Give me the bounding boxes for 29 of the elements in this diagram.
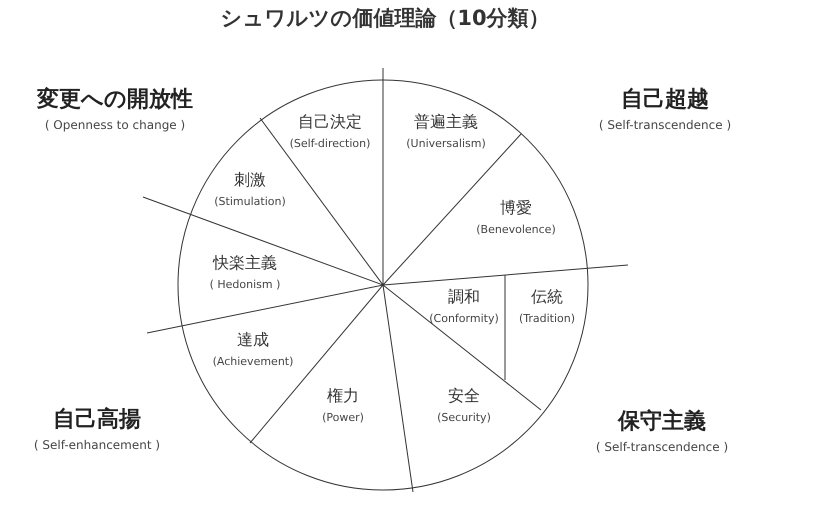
value-translation: (Stimulation) (214, 194, 286, 210)
value-translation: (Power) (322, 410, 364, 426)
value-name: 博愛 (500, 198, 532, 218)
value-name: 達成 (237, 330, 269, 350)
value-translation: (Conformity) (429, 311, 499, 327)
value-name: 権力 (327, 386, 359, 406)
quadrant-heading: 変更への開放性 (37, 86, 193, 114)
quadrant-translation: ( Self-transcendence ) (598, 117, 732, 133)
value-translation: (Universalism) (406, 136, 486, 152)
value-translation: (Achievement) (212, 354, 294, 370)
value-name: 自己決定 (298, 112, 362, 132)
value-translation: (Self-direction) (290, 136, 370, 152)
value-name: 普遍主義 (414, 112, 478, 132)
value-translation: (Benevolence) (476, 222, 556, 238)
value-name: 安全 (448, 386, 480, 406)
quadrant-translation: ( Self-transcendence ) (596, 439, 728, 455)
quadrant-translation: ( Openness to change ) (44, 117, 186, 133)
quadrant-heading: 自己超越 (621, 86, 709, 114)
quadrant-heading: 自己高揚 (53, 406, 141, 434)
value-translation: ( Hedonism ) (210, 277, 280, 293)
value-name: 快楽主義 (213, 253, 277, 273)
quadrant-translation: ( Self-enhancement ) (34, 437, 160, 453)
value-name: 調和 (448, 287, 480, 307)
quadrant-heading: 保守主義 (618, 408, 706, 436)
diagram-title: シュワルツの価値理論（10分類） (219, 5, 551, 32)
value-translation: (Security) (437, 410, 491, 426)
value-name: 伝統 (531, 287, 563, 307)
value-name: 刺激 (234, 170, 266, 190)
value-translation: (Tradition) (518, 311, 576, 327)
